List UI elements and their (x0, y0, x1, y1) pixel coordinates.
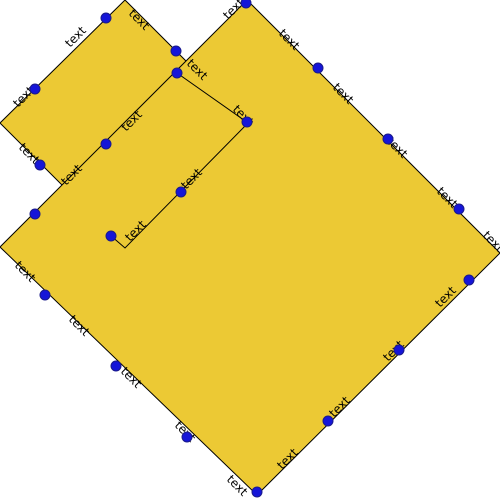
small-rectangle-outline (109, 72, 249, 249)
connection-handle[interactable] (312, 62, 324, 74)
connection-handle[interactable] (322, 415, 334, 427)
connection-handle[interactable] (170, 45, 182, 57)
connection-handle[interactable] (453, 203, 465, 215)
connection-handle[interactable] (382, 133, 394, 145)
connection-handle[interactable] (175, 186, 187, 198)
connection-handle[interactable] (181, 431, 193, 443)
connection-handle[interactable] (34, 159, 46, 171)
connection-handle[interactable] (241, 116, 253, 128)
connection-handle[interactable] (240, 0, 252, 9)
connection-handle[interactable] (171, 67, 183, 79)
connection-handle[interactable] (463, 274, 475, 286)
connection-handle[interactable] (393, 344, 405, 356)
connection-handles (29, 0, 475, 498)
connection-handle[interactable] (100, 12, 112, 24)
connection-handle[interactable] (29, 83, 41, 95)
connection-handle[interactable] (251, 486, 263, 498)
connection-handle[interactable] (110, 360, 122, 372)
connection-handle[interactable] (39, 289, 51, 301)
small-rectangle-overlay (109, 72, 249, 249)
connection-handle[interactable] (29, 208, 41, 220)
connection-handle[interactable] (100, 138, 112, 150)
connection-handle[interactable] (105, 230, 117, 242)
